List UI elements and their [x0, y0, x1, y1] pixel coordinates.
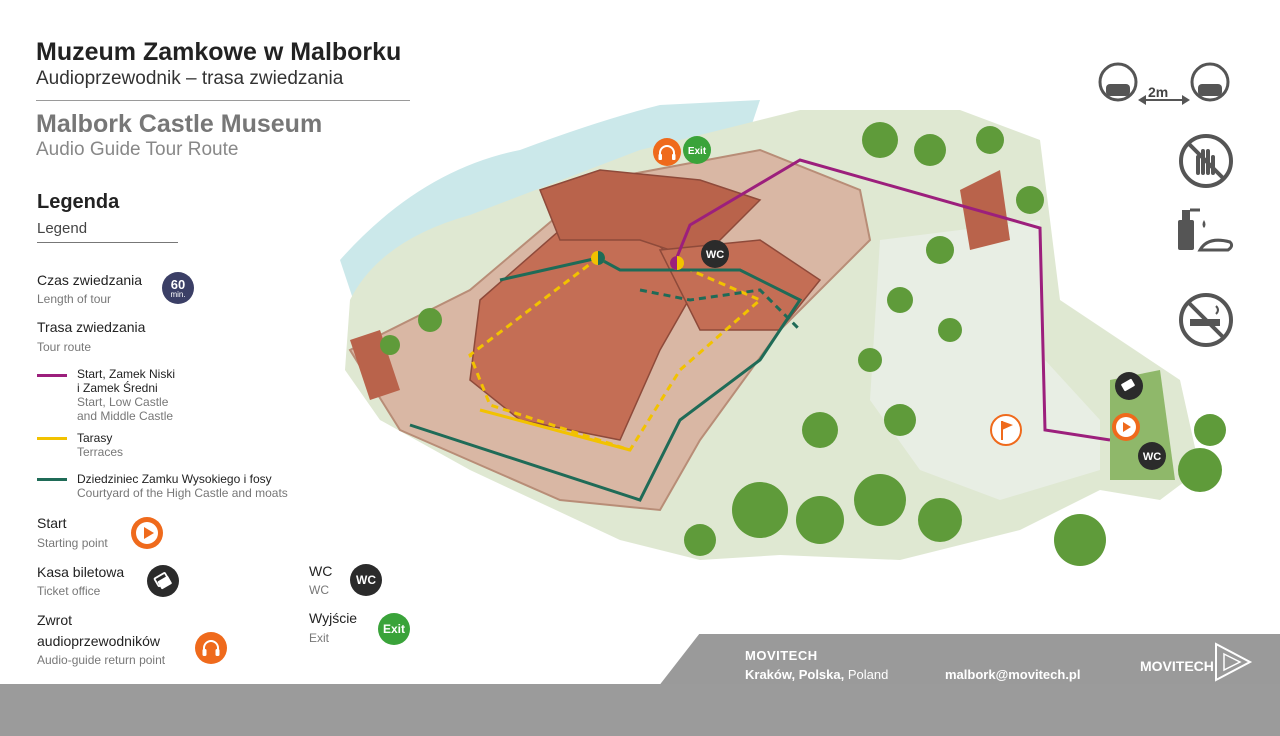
- footer-address: Kraków, Polska, Poland: [745, 667, 888, 682]
- footer-bar: [0, 684, 1280, 736]
- footer-city: Kraków, Polska,: [745, 667, 845, 682]
- route-green-pl: Dziedziniec Zamku Wysokiego i fosy: [77, 472, 272, 486]
- movitech-logo-icon: [1215, 642, 1253, 682]
- movitech-logo: MOVITECH: [1140, 658, 1214, 674]
- ticket-label: Kasa biletowa: [37, 564, 125, 580]
- gate-tower: [960, 170, 1010, 250]
- route-green: [409, 256, 803, 502]
- page-subtitle-en: Audio Guide Tour Route: [36, 139, 239, 160]
- wc-label-en: WC: [309, 583, 329, 597]
- route-label: Trasa zwiedzania: [37, 319, 146, 335]
- junction-dot-yellow: [591, 251, 605, 265]
- legend-heading: Legenda: [37, 191, 120, 213]
- exit-badge: Exit: [378, 613, 410, 645]
- exit-label-en: Exit: [309, 631, 330, 645]
- route-yellow-solid: [479, 408, 631, 452]
- divider: [36, 100, 410, 101]
- ticket-label-en: Ticket office: [37, 584, 101, 598]
- route-green-dashed: [639, 288, 802, 332]
- trees: [380, 122, 1226, 566]
- route-green-en: Courtyard of the High Castle and moats: [77, 486, 288, 500]
- route-yellow-pl: Tarasy: [77, 431, 113, 445]
- map-play-icon: [1112, 413, 1140, 441]
- return-label-en: Audio-guide return point: [37, 653, 166, 667]
- route-yellow-swatch: [37, 437, 67, 440]
- page-title-en: Malbork Castle Museum: [36, 110, 323, 138]
- tour-length-badge: 60 min.: [162, 272, 194, 304]
- hand-sanitizer-icon: [1178, 208, 1234, 252]
- map-wc-icon: [701, 240, 729, 268]
- length-label: Czas zwiedzania: [37, 272, 143, 288]
- footer-email-link[interactable]: malbork@movitech.pl: [945, 667, 1081, 682]
- route-magenta-en-1: Start, Low Castle: [77, 395, 169, 409]
- exit-label: Wyjście: [309, 610, 358, 626]
- middle-castle: [539, 169, 762, 261]
- return-label-2: audioprzewodników: [37, 633, 160, 649]
- map-wc-text-2: WC: [1143, 451, 1161, 463]
- footer-company: MOVITECH: [745, 648, 818, 663]
- map-ticket-icon: [1115, 372, 1143, 400]
- route-magenta: [673, 158, 1111, 442]
- distance-label: 2m: [1148, 84, 1169, 100]
- legend-divider: [37, 242, 178, 243]
- castle-map: Exit WC WC: [340, 100, 1226, 566]
- route-magenta-pl-1: Start, Zamek Niski: [77, 367, 176, 381]
- start-label: Start: [37, 515, 67, 531]
- route-label-en: Tour route: [37, 340, 92, 354]
- map-wc-text: WC: [706, 249, 724, 261]
- footer-country: Poland: [847, 667, 889, 682]
- junction-dot-magenta: [670, 256, 684, 270]
- route-magenta-en-2: and Middle Castle: [77, 409, 174, 423]
- route-yellow-label: Tarasy Terraces: [77, 431, 123, 459]
- map-wc-icon-2: [1138, 442, 1166, 470]
- wc-label: WC: [309, 563, 333, 579]
- legend-heading-en: Legend: [37, 220, 88, 237]
- return-label-1: Zwrot: [37, 612, 72, 628]
- wc-badge: WC: [350, 564, 382, 596]
- map-exit-icon: [683, 136, 711, 164]
- distance-masks-icon: [1098, 62, 1230, 105]
- tour-length-value: 60: [170, 276, 186, 292]
- tower: [350, 330, 400, 400]
- ticket-icon: [147, 565, 179, 597]
- route-magenta-label: Start, Zamek Niski i Zamek Średni Start,…: [77, 367, 175, 423]
- route-yellow-en: Terraces: [77, 445, 124, 459]
- map-headphones-icon: [653, 138, 681, 166]
- route-magenta-pl-2: i Zamek Średni: [77, 381, 158, 395]
- page-title: Muzeum Zamkowe w Malborku: [36, 38, 402, 66]
- start-label-en: Starting point: [37, 536, 108, 550]
- castle-wing: [658, 239, 822, 331]
- route-green-label: Dziedziniec Zamku Wysokiego i fosy Court…: [77, 472, 288, 500]
- length-label-en: Length of tour: [37, 292, 112, 306]
- page-subtitle: Audioprzewodnik – trasa zwiedzania: [36, 68, 344, 89]
- map-flag-icon: [990, 414, 1022, 446]
- no-smoking-icon: [1179, 293, 1233, 347]
- headphones-icon: [195, 632, 227, 664]
- route-magenta-swatch: [37, 374, 67, 377]
- play-icon: [131, 517, 163, 549]
- no-touch-icon: [1179, 134, 1233, 188]
- map-exit-text: Exit: [688, 146, 707, 157]
- route-green-swatch: [37, 478, 67, 481]
- tour-length-unit: min.: [170, 289, 186, 299]
